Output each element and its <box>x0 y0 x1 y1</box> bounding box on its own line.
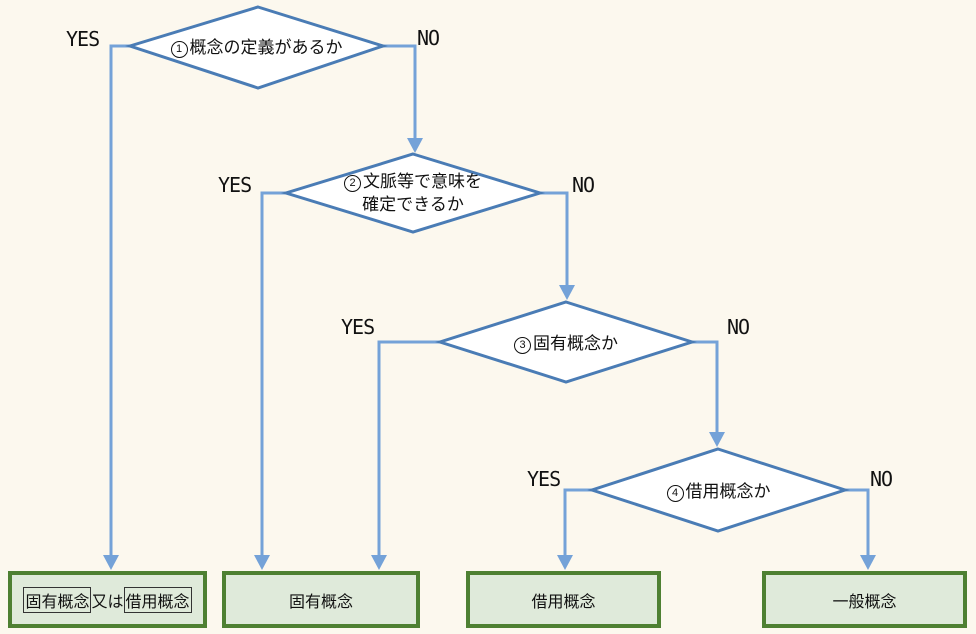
decision-3-text: 固有概念か <box>533 334 618 353</box>
connector-d4-yes <box>563 488 592 556</box>
result-2-text: 固有概念 <box>288 593 353 611</box>
circled-number-2-icon: 2 <box>344 175 361 192</box>
connector-d2-no <box>540 191 569 287</box>
decision-2-yes-label: YES <box>218 173 252 197</box>
connector-d1-yes <box>109 44 130 556</box>
arrowhead-d4-no <box>860 555 876 570</box>
arrowhead-d2-no <box>559 285 575 300</box>
arrowhead-d1-no <box>407 138 423 153</box>
result-1-part-or: 又は <box>91 593 124 611</box>
connector-d3-no <box>692 340 719 434</box>
connector-d3-yes <box>377 340 440 556</box>
result-box-proper-concept: 固有概念 <box>222 571 420 628</box>
decision-2-text-line2: 確定できるか <box>362 195 464 214</box>
decision-1-no-label: NO <box>417 26 440 50</box>
arrowhead-d1-yes <box>103 555 119 570</box>
decision-4-no-label: NO <box>870 467 893 491</box>
decision-4-yes-label: YES <box>527 467 561 491</box>
result-3-text: 借用概念 <box>531 593 596 611</box>
connector-d1-no <box>383 44 417 140</box>
result-box-general-concept: 一般概念 <box>762 571 967 628</box>
result-1-part-borrowed: 借用概念 <box>123 586 192 613</box>
connector-d2-yes <box>260 191 286 556</box>
decision-1-text: 概念の定義があるか <box>189 38 343 57</box>
decision-2-no-label: NO <box>572 173 595 197</box>
circled-number-4-icon: 4 <box>666 485 684 502</box>
decision-4-text: 借用概念か <box>685 482 771 501</box>
arrowhead-d3-yes <box>371 555 387 570</box>
result-box-proper-or-borrowed: 固有概念又は借用概念 <box>8 571 207 628</box>
decision-3-no-label: NO <box>727 315 750 339</box>
arrowhead-d4-yes <box>557 555 573 570</box>
result-box-borrowed-concept: 借用概念 <box>466 571 661 628</box>
decision-1-yes-label: YES <box>66 27 100 51</box>
decision-2-shape <box>280 152 546 234</box>
arrowhead-d2-yes <box>254 555 270 570</box>
connector-d4-no <box>845 488 870 556</box>
circled-number-3-icon: 3 <box>514 337 531 354</box>
result-1-part-proper: 固有概念 <box>23 586 92 613</box>
decision-2-text-line1: 文脈等で意味を <box>363 172 482 191</box>
decision-4-shape <box>587 447 850 533</box>
result-4-text: 一般概念 <box>832 593 897 611</box>
arrowhead-d3-no <box>709 432 725 447</box>
decision-3-yes-label: YES <box>341 315 375 339</box>
decision-1-shape <box>125 5 388 90</box>
circled-number-1-icon: 1 <box>170 41 188 58</box>
decision-3-shape <box>435 300 697 384</box>
